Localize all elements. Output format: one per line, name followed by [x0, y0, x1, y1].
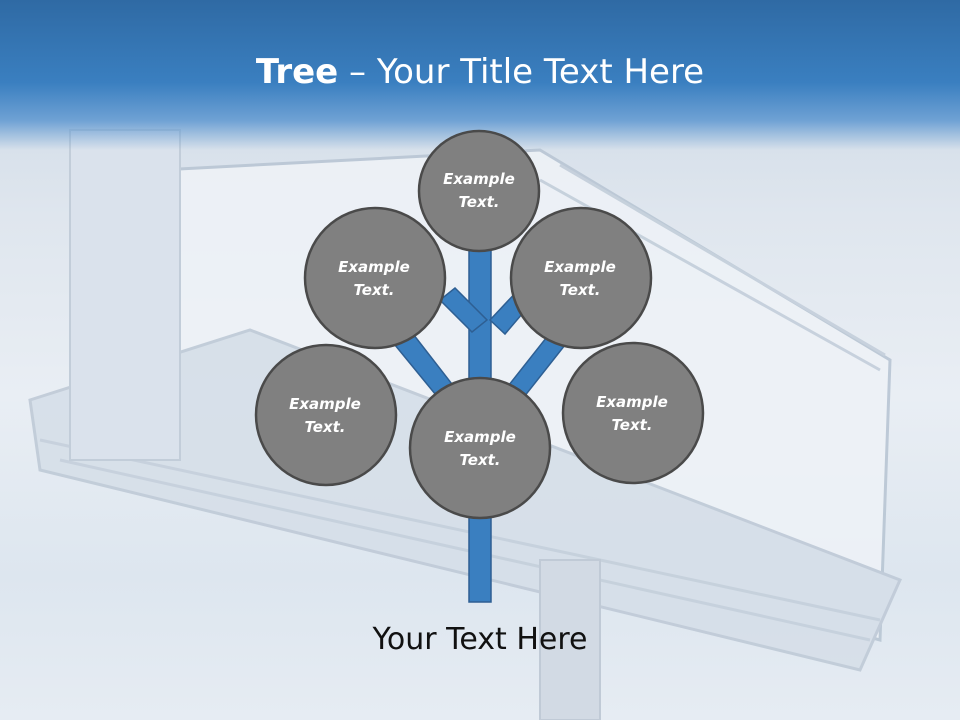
- node-upper-left-line2: Text.: [353, 281, 395, 299]
- node-lower-right-label: Example Text.: [577, 391, 687, 437]
- node-upper-left-label: Example Text.: [319, 256, 429, 302]
- node-center-label: Example Text.: [425, 426, 535, 472]
- node-top-line2: Text.: [458, 193, 500, 211]
- node-upper-left-line1: Example: [338, 258, 410, 276]
- node-center: [408, 376, 552, 520]
- node-upper-right-line2: Text.: [559, 281, 601, 299]
- node-upper-right: [509, 206, 653, 350]
- node-lower-right: [561, 341, 705, 485]
- node-lower-left-label: Example Text.: [270, 393, 380, 439]
- node-top-line1: Example: [443, 170, 515, 188]
- node-center-line2: Text.: [459, 451, 501, 469]
- node-top-label: Example Text.: [424, 168, 534, 214]
- node-upper-right-line1: Example: [544, 258, 616, 276]
- branch-upper-left: [438, 286, 489, 334]
- header-band: [0, 0, 960, 150]
- bottom-text: Your Text Here: [372, 622, 588, 657]
- node-lower-right-line1: Example: [596, 393, 668, 411]
- node-upper-left: [303, 206, 447, 350]
- node-center-line1: Example: [444, 428, 516, 446]
- slide-title: Tree – Your Title Text Here: [0, 52, 960, 92]
- node-upper-right-label: Example Text.: [525, 256, 635, 302]
- node-lower-right-line2: Text.: [611, 416, 653, 434]
- node-top: [417, 129, 541, 253]
- node-lower-left-line1: Example: [289, 395, 361, 413]
- title-bold: Tree: [255, 52, 339, 92]
- title-rest: – Your Title Text Here: [338, 52, 705, 92]
- node-lower-left: [254, 343, 398, 487]
- node-lower-left-line2: Text.: [304, 418, 346, 436]
